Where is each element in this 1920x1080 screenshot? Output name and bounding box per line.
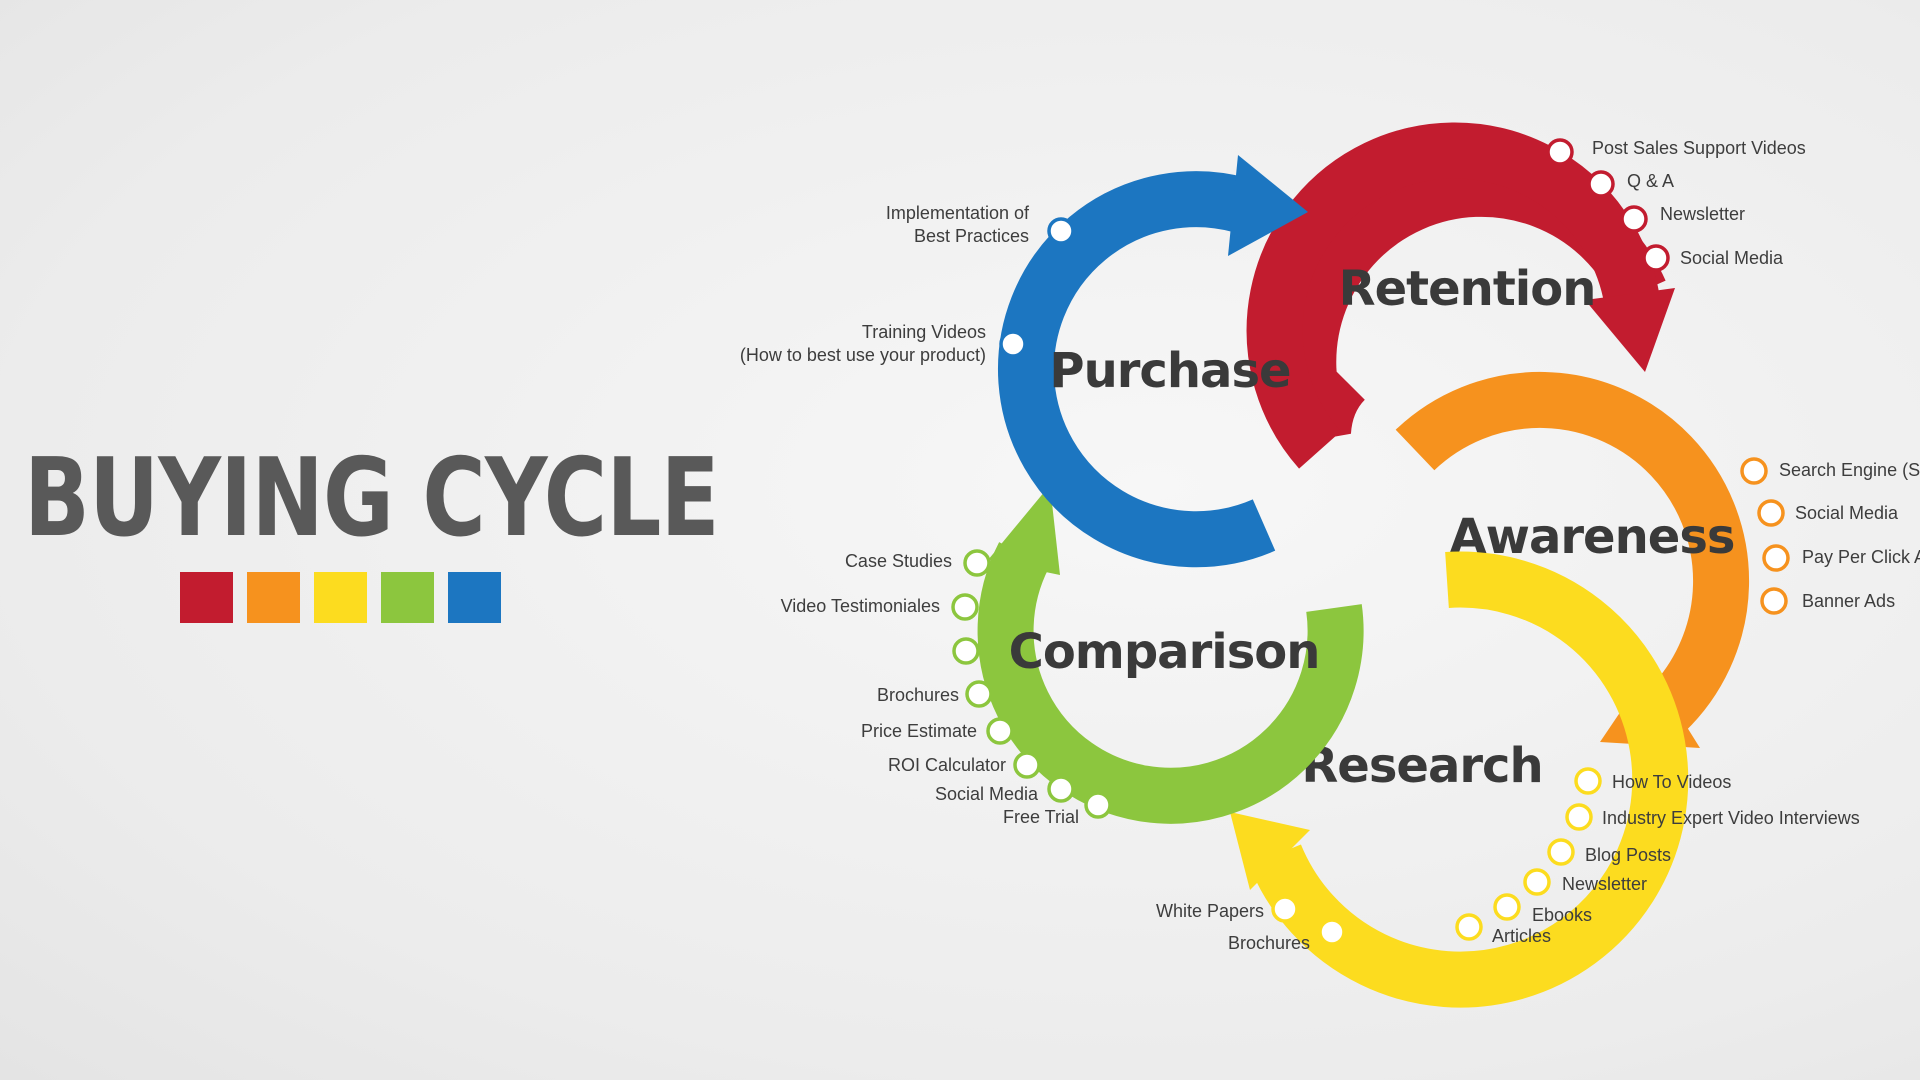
awareness-item: Pay Per Click Ad [1802, 547, 1920, 567]
comparison-stage: Case Studies Video Testimoniales Brochur… [781, 485, 1364, 827]
purchase-item: Implementation of [886, 203, 1030, 223]
research-dot-4 [1523, 868, 1551, 896]
purchase-item: (How to best use your product) [740, 345, 986, 365]
retention-item: Newsletter [1660, 204, 1745, 224]
comparison-dot-3 [952, 637, 980, 665]
research-dot-3 [1547, 838, 1575, 866]
swatch-orange [247, 572, 300, 623]
awareness-item: Search Engine (SE [1779, 460, 1920, 480]
comparison-item: Case Studies [845, 551, 952, 571]
retention-item: Post Sales Support Videos [1592, 138, 1806, 158]
color-swatches [180, 572, 501, 623]
comparison-dot-4 [965, 680, 993, 708]
comparison-dot-6 [1013, 751, 1041, 779]
retention-dot-2 [1587, 170, 1615, 198]
swatch-yellow [314, 572, 367, 623]
research-dot-5 [1493, 893, 1521, 921]
awareness-dot-2 [1757, 499, 1785, 527]
research-item: Newsletter [1562, 874, 1647, 894]
research-item: White Papers [1156, 901, 1264, 921]
research-stage: How To Videos Industry Expert Video Inte… [1156, 551, 1860, 1008]
purchase-label: Purchase [1049, 343, 1290, 399]
swatch-blue [448, 572, 501, 623]
research-item: Articles [1492, 926, 1551, 946]
awareness-dot-1 [1740, 457, 1768, 485]
research-item: Industry Expert Video Interviews [1602, 808, 1860, 828]
retention-item: Social Media [1680, 248, 1784, 268]
comparison-dot-1 [963, 549, 991, 577]
comparison-item: Free Trial [1003, 807, 1079, 827]
research-item: How To Videos [1612, 772, 1731, 792]
retention-item: Q & A [1627, 171, 1674, 191]
retention-arrowhead [1585, 288, 1675, 372]
comparison-item: Brochures [877, 685, 959, 705]
research-dot-8 [1271, 895, 1299, 923]
swatch-green [381, 572, 434, 623]
comparison-dot-7 [1047, 775, 1075, 803]
comparison-arc [977, 542, 1364, 824]
comparison-dot-2 [951, 593, 979, 621]
purchase-arrowhead [1228, 155, 1308, 256]
retention-dot-1 [1546, 138, 1574, 166]
awareness-dot-4 [1760, 587, 1788, 615]
research-label: Research [1301, 738, 1542, 794]
research-item: Ebooks [1532, 905, 1592, 925]
comparison-item: Video Testimoniales [781, 596, 940, 616]
awareness-item: Banner Ads [1802, 591, 1895, 611]
purchase-dot-1 [1047, 217, 1075, 245]
awareness-arc [1395, 371, 1750, 733]
retention-arc-body [1246, 122, 1660, 469]
comparison-item: ROI Calculator [888, 755, 1006, 775]
research-item: Blog Posts [1585, 845, 1671, 865]
retention-stage: Post Sales Support Videos Q & A Newslett… [1246, 122, 1806, 469]
purchase-dot-2 [999, 330, 1027, 358]
research-arrowhead [1230, 812, 1310, 890]
retention-dot-4 [1642, 244, 1670, 272]
retention-dot-3 [1620, 205, 1648, 233]
research-arc [1249, 551, 1689, 1008]
awareness-item: Social Media [1795, 503, 1899, 523]
retention-label: Retention [1339, 261, 1596, 317]
comparison-item: Social Media [935, 784, 1039, 804]
research-dot-2 [1565, 803, 1593, 831]
research-item: Brochures [1228, 933, 1310, 953]
comparison-arrowhead [988, 485, 1060, 575]
comparison-item: Price Estimate [861, 721, 977, 741]
swatch-red [180, 572, 233, 623]
research-dot-1 [1574, 767, 1602, 795]
awareness-dot-3 [1762, 544, 1790, 572]
purchase-item: Training Videos [862, 322, 986, 342]
research-dot-7 [1318, 918, 1346, 946]
comparison-dot-5 [986, 717, 1014, 745]
page-title: BUYING CYCLE [24, 436, 720, 561]
research-dot-6 [1455, 913, 1483, 941]
comparison-label: Comparison [1009, 624, 1320, 680]
comparison-dot-8 [1084, 791, 1112, 819]
purchase-item: Best Practices [914, 226, 1029, 246]
purchase-stage: Implementation of Best Practices Trainin… [740, 155, 1308, 568]
purchase-arc [997, 171, 1276, 568]
